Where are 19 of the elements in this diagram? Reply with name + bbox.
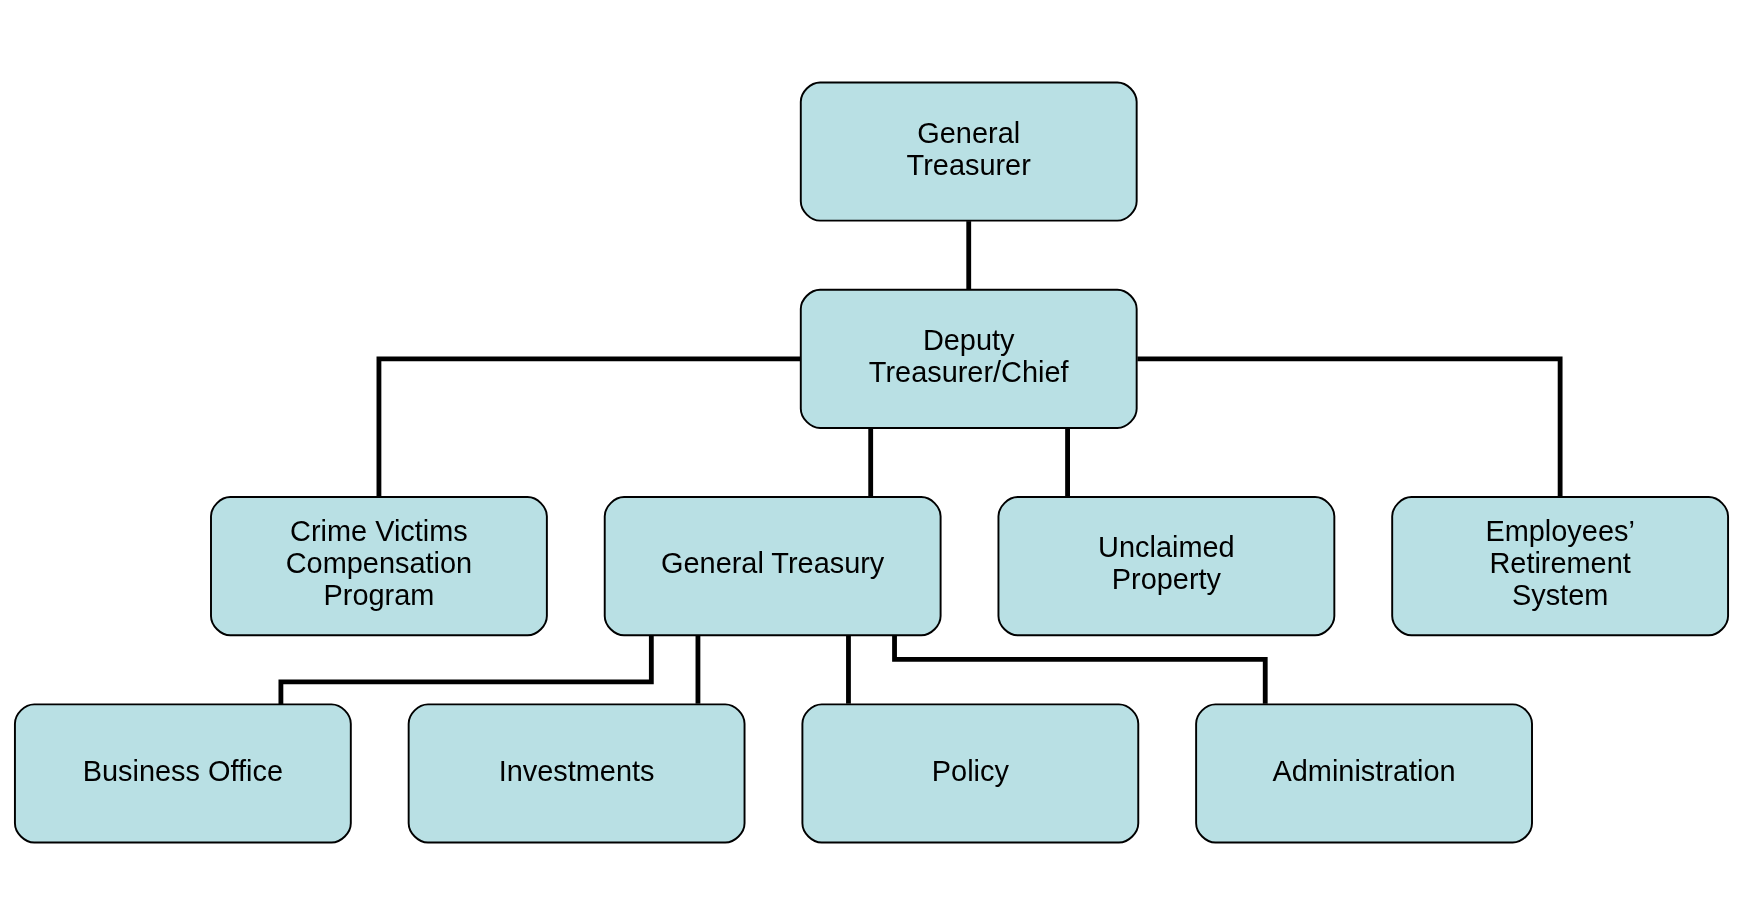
connector xyxy=(1065,427,1070,496)
connector xyxy=(376,355,801,497)
node-box: Crime Victims Compensation Program xyxy=(210,495,548,636)
node-box: Employees’ Retirement System xyxy=(1391,495,1730,636)
connector xyxy=(966,220,972,289)
node-box: Deputy Treasurer/Chief xyxy=(799,288,1138,429)
node-box: Business Office xyxy=(13,702,352,844)
node-box: General Treasurer xyxy=(799,80,1138,222)
node-box: Investments xyxy=(407,702,746,844)
connector xyxy=(1137,355,1563,497)
node-box: Unclaimed Property xyxy=(997,495,1336,636)
connector xyxy=(868,427,874,496)
connector xyxy=(695,635,701,704)
connector xyxy=(278,634,654,704)
node-box: Policy xyxy=(801,702,1140,844)
node-box: Administration xyxy=(1195,702,1533,844)
connector xyxy=(846,635,851,704)
connector xyxy=(892,634,1268,704)
node-box: General Treasury xyxy=(603,495,942,636)
